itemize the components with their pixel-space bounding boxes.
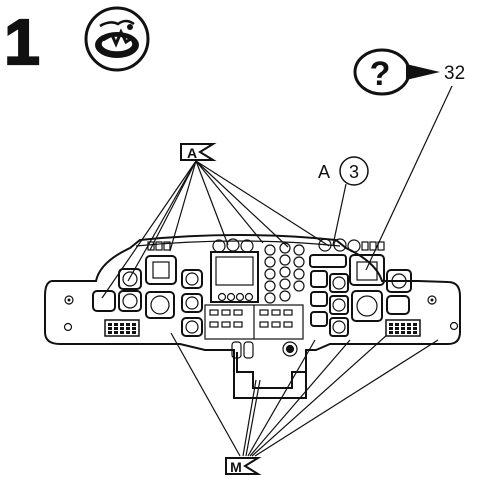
zone-number-circle [339,156,369,186]
callout-m-bottom-label: M [230,459,242,475]
left-instruments [92,255,203,337]
left-keypad [104,319,140,337]
help-symbol: ? [370,55,391,93]
zone-a-number: 3 [349,162,359,182]
leader-help-32 [365,85,453,271]
callout-m-bottom: M [225,457,262,475]
pedestal-gauges [231,341,298,359]
panel-screws [63,295,459,332]
question-balloon-icon: ? [353,48,440,96]
callout-a-top: A [180,143,217,161]
top-left-gauges [147,238,254,253]
leader-zone-a3 [332,183,347,246]
right-keypad [385,319,421,337]
top-right-gauges [318,238,385,253]
center-display [210,251,259,303]
right-instruments [309,254,412,337]
zone-a-letter: A [318,162,330,182]
help-reference: 32 [444,63,465,84]
lower-center-switches [209,309,293,328]
flight-deck-icon [84,6,150,72]
leader-lines-m [170,325,439,457]
leader-lines-a [101,160,330,299]
callout-a-top-label: A [187,145,197,161]
center-column-gauges [264,242,305,304]
step-number: 1 [4,6,40,78]
